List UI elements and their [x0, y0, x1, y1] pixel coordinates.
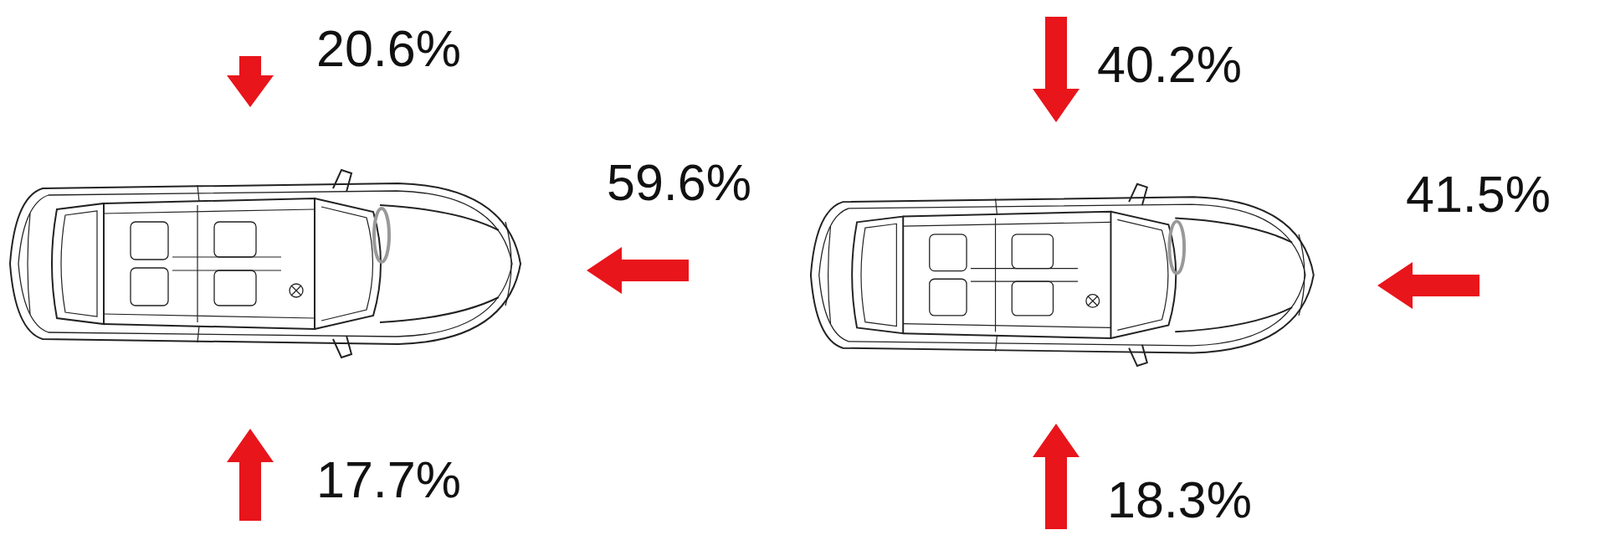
force-arrow	[586, 246, 689, 294]
percentage-label: 59.6%	[606, 157, 752, 209]
force-arrow	[226, 428, 274, 521]
car-top-view	[810, 184, 1314, 366]
percentage-label: 18.3%	[1107, 474, 1252, 526]
percentage-label: 40.2%	[1097, 39, 1242, 91]
car-top-view	[10, 169, 521, 358]
force-arrow	[226, 56, 274, 108]
percentage-label: 20.6%	[316, 23, 462, 75]
percentage-label: 41.5%	[1405, 169, 1551, 221]
force-arrow	[1377, 261, 1480, 309]
force-arrow	[1032, 16, 1080, 123]
percentage-label: 17.7%	[316, 454, 462, 506]
force-arrow	[1032, 423, 1080, 529]
